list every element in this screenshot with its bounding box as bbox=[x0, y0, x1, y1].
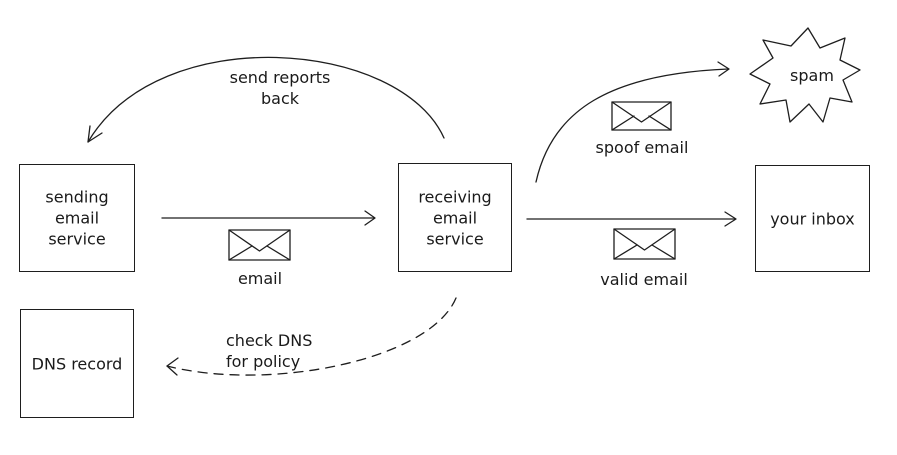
spoof-email-label: spoof email bbox=[595, 138, 689, 157]
dns-check-arrowhead bbox=[166, 357, 179, 376]
sending-email-service-node: sending email service bbox=[19, 164, 135, 272]
check-dns-label: check DNS for policy bbox=[226, 331, 313, 371]
valid-arrowhead bbox=[724, 211, 737, 227]
envelope-icon-email bbox=[228, 229, 291, 261]
valid-email-label: valid email bbox=[600, 270, 688, 289]
spam-starburst bbox=[749, 27, 861, 123]
dns-record-node: DNS record bbox=[20, 309, 134, 418]
spoof-arrowhead bbox=[717, 61, 730, 77]
spoof-arrow-line bbox=[535, 68, 729, 183]
email-arrowhead bbox=[364, 210, 376, 226]
dns-record-label: DNS record bbox=[31, 354, 123, 373]
receiving-email-service-label: receiving email service bbox=[418, 187, 492, 248]
reports-arrow-line bbox=[87, 56, 445, 143]
send-reports-back-label: send reports back bbox=[229, 68, 331, 108]
reports-arrowhead bbox=[87, 125, 103, 143]
spam-label: spam bbox=[790, 66, 834, 85]
your-inbox-label: your inbox bbox=[770, 209, 855, 228]
envelope-icon-valid bbox=[613, 228, 676, 260]
receiving-email-service-node: receiving email service bbox=[398, 163, 512, 272]
your-inbox-node: your inbox bbox=[755, 165, 870, 272]
sending-email-service-label: sending email service bbox=[45, 187, 109, 249]
email-edge-label: email bbox=[237, 269, 283, 288]
envelope-icon-spoof bbox=[611, 101, 672, 131]
